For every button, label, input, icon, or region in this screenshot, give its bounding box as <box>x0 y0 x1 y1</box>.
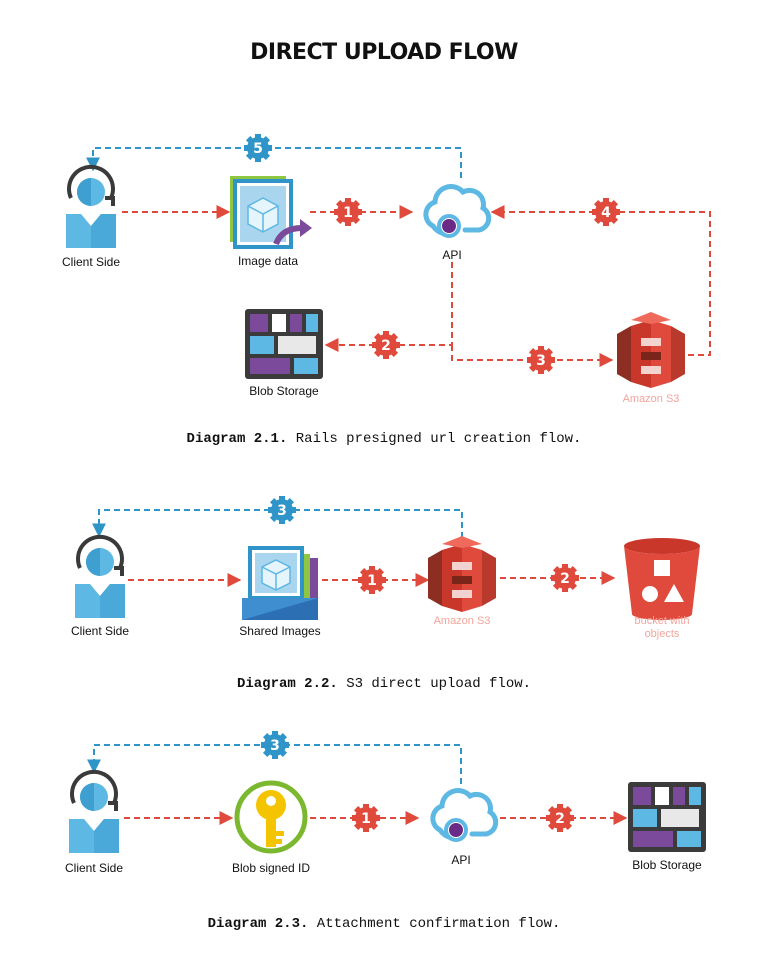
blob-storage-icon <box>628 782 706 852</box>
amazon-s3-icon <box>428 536 496 612</box>
step-badge-2: 2 <box>546 804 574 832</box>
diagram-3: Client Side Blob signed ID API Blob Stor… <box>65 731 706 875</box>
caption-3-text: Attachment confirmation flow. <box>308 916 561 932</box>
s3-node: Amazon S3 <box>617 312 685 405</box>
step-badge-5: 5 <box>244 134 272 162</box>
client-label: Client Side <box>65 861 123 875</box>
step-badge-3: 3 <box>261 731 289 759</box>
caption-1-text: Rails presigned url creation flow. <box>287 431 582 447</box>
caption-diagram-2: Diagram 2.2. S3 direct upload flow. <box>0 676 768 692</box>
svg-text:1: 1 <box>367 573 377 589</box>
caption-3-bold: Diagram 2.3. <box>207 916 309 932</box>
shared-images-node: Shared Images <box>239 546 321 638</box>
edge-api-client <box>86 147 462 178</box>
shared-images-icon <box>240 546 320 622</box>
edge-api-s3 <box>451 345 614 367</box>
bucket-node: bucket with objects <box>624 538 700 640</box>
s3-label: Amazon S3 <box>623 393 680 405</box>
client-label: Client Side <box>71 624 129 638</box>
step-badge-3: 3 <box>527 346 555 374</box>
blob-signed-id-node: Blob signed ID <box>232 783 310 875</box>
step-badge-1: 1 <box>334 198 362 226</box>
diagram-2: Client Side Shared Images Amazon S3 buck… <box>71 496 700 640</box>
svg-text:1: 1 <box>361 811 371 827</box>
step-badge-4: 4 <box>592 198 620 226</box>
blob-storage-icon <box>245 309 323 379</box>
step-badge-2: 2 <box>372 331 400 359</box>
api-node: API <box>426 187 489 262</box>
blob-node: Blob Storage <box>628 782 706 872</box>
caption-2-bold: Diagram 2.2. <box>236 676 338 692</box>
caption-2-text: S3 direct upload flow. <box>337 676 532 692</box>
svg-text:3: 3 <box>277 503 287 519</box>
svg-text:2: 2 <box>555 811 565 827</box>
blob-label: Blob Storage <box>632 858 702 872</box>
svg-text:3: 3 <box>536 353 546 369</box>
svg-text:5: 5 <box>253 141 263 157</box>
cloud-api-icon <box>426 187 489 236</box>
s3-node: Amazon S3 <box>428 536 496 627</box>
blob-label: Blob Storage <box>249 384 319 398</box>
api-label: API <box>442 248 461 262</box>
image-data-label: Image data <box>238 254 298 268</box>
diagram-1: Client Side Image data API Blob Storage … <box>62 134 711 405</box>
client-label: Client Side <box>62 255 120 269</box>
step-badge-3: 3 <box>268 496 296 524</box>
blob-node: Blob Storage <box>245 309 323 398</box>
svg-text:2: 2 <box>381 338 391 354</box>
s3-label: Amazon S3 <box>434 615 491 627</box>
bucket-icon <box>624 538 700 620</box>
user-icon <box>73 534 127 620</box>
svg-text:1: 1 <box>343 205 353 221</box>
bucket-label-line1: bucket with <box>634 615 689 627</box>
shared-images-label: Shared Images <box>239 624 320 638</box>
user-icon <box>64 164 118 250</box>
image-data-icon <box>230 176 312 247</box>
edge-s3-client <box>92 509 463 538</box>
client-node: Client Side <box>62 164 120 269</box>
caption-1-bold: Diagram 2.1. <box>186 431 288 447</box>
step-badge-1: 1 <box>352 804 380 832</box>
blob-signed-id-label: Blob signed ID <box>232 861 310 875</box>
caption-diagram-3: Diagram 2.3. Attachment confirmation flo… <box>0 916 768 932</box>
amazon-s3-icon <box>617 312 685 388</box>
step-badge-2: 2 <box>551 564 579 592</box>
client-node: Client Side <box>71 534 129 638</box>
svg-text:3: 3 <box>270 738 280 754</box>
svg-text:2: 2 <box>560 571 570 587</box>
bucket-label-line2: objects <box>645 628 680 640</box>
key-icon <box>237 783 305 851</box>
client-node: Client Side <box>65 769 123 875</box>
user-icon <box>67 769 121 855</box>
cloud-api-icon <box>433 791 496 840</box>
page-title: DIRECT UPLOAD FLOW <box>250 40 518 65</box>
api-node: API <box>433 791 496 867</box>
image-data-node: Image data <box>230 176 312 268</box>
api-label: API <box>451 853 470 867</box>
svg-text:4: 4 <box>601 205 611 221</box>
caption-diagram-1: Diagram 2.1. Rails presigned url creatio… <box>0 431 768 447</box>
step-badge-1: 1 <box>358 566 386 594</box>
